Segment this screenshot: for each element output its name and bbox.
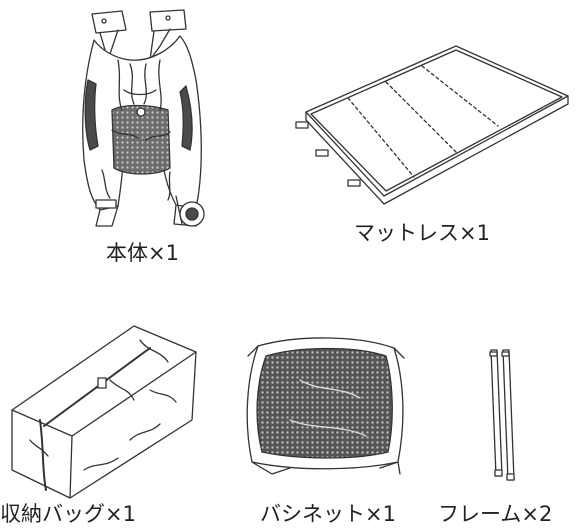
- bassinet-label: バシネット×1: [260, 502, 396, 526]
- frame-drawing: [489, 349, 515, 481]
- mattress-drawing: [295, 45, 569, 205]
- main-unit-label: 本体×1: [106, 241, 179, 265]
- frame-label: フレーム×2: [438, 502, 553, 526]
- mattress-label: マットレス×1: [354, 221, 490, 245]
- storage-bag-drawing: [11, 325, 197, 499]
- bassinet-drawing: [246, 337, 405, 475]
- storage-bag-label: 収納バッグ×1: [0, 502, 136, 526]
- main-unit-drawing: [82, 9, 205, 227]
